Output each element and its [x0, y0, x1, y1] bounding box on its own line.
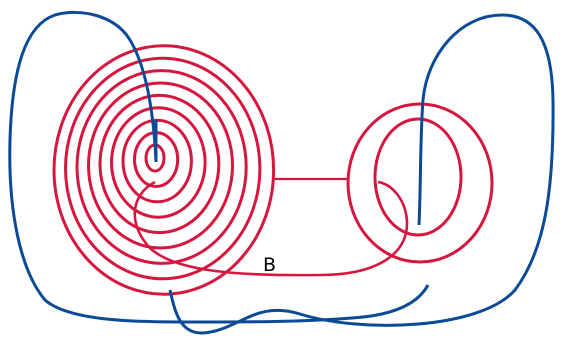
- red-band-b: [133, 180, 409, 277]
- blue-curve-right-loop: [168, 13, 555, 335]
- right-annulus-inner-ring: [373, 117, 463, 237]
- label-b: B: [263, 254, 276, 276]
- right-annulus-outer-ring: [346, 102, 494, 264]
- left-spiral-loop: [98, 93, 221, 235]
- left-spiral-disk: [52, 44, 276, 296]
- blue-curve: [8, 11, 555, 335]
- blue-curve-left-arc: [8, 11, 430, 324]
- left-spiral-loop: [52, 44, 276, 296]
- left-spiral-loop: [110, 106, 207, 219]
- right-annulus: [346, 102, 494, 264]
- left-spiral-loop: [64, 56, 262, 281]
- left-spiral-loop: [87, 81, 234, 250]
- left-spiral-loop: [75, 69, 248, 265]
